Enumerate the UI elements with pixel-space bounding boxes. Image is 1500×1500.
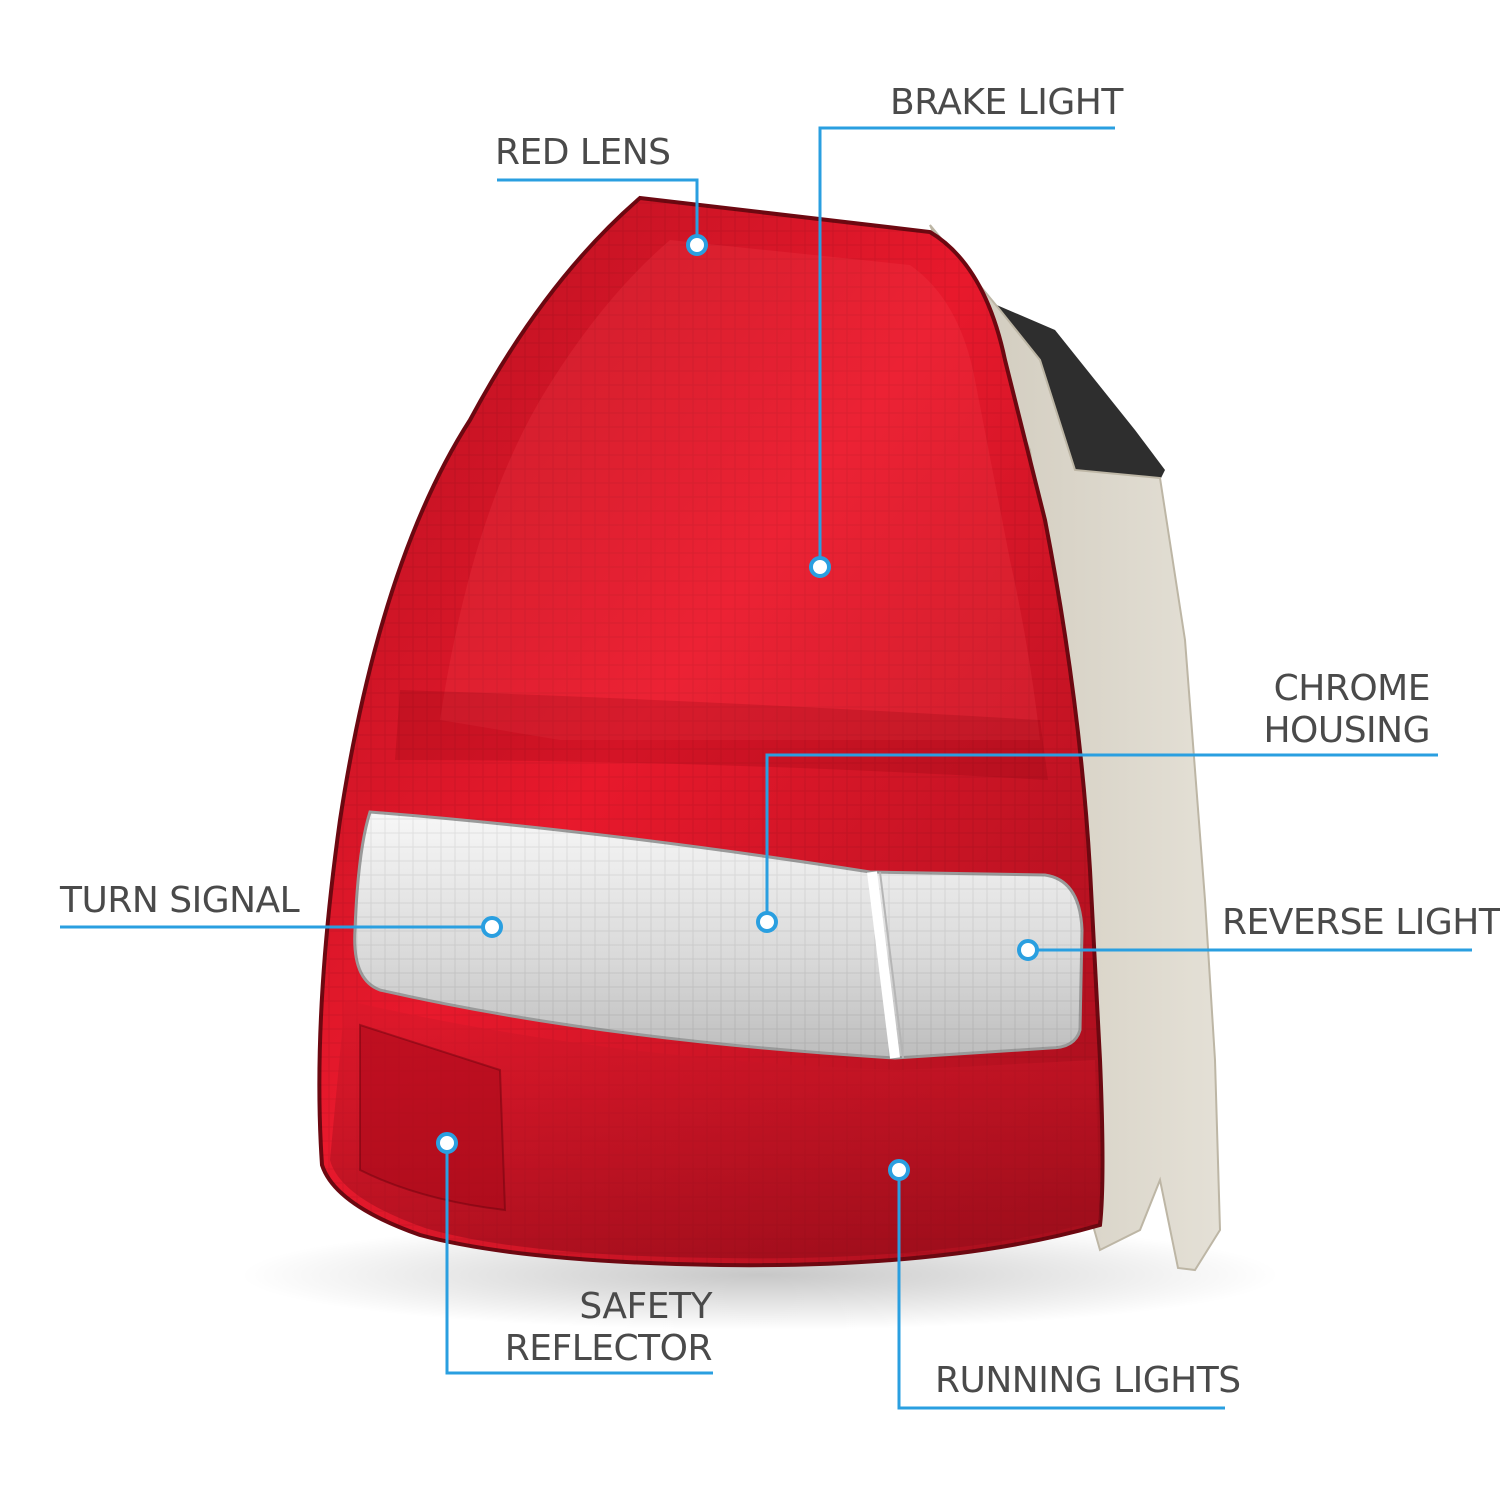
chrome-housing-leader-line bbox=[765, 753, 1438, 922]
safety-reflector-label: SAFETY REFLECTOR bbox=[504, 1286, 713, 1369]
brake-light-leader-line bbox=[818, 126, 1115, 567]
safety-reflector bbox=[359, 1023, 507, 1212]
brake-light-chamber bbox=[440, 240, 1040, 740]
brake-light-label: BRAKE LIGHT bbox=[890, 82, 1123, 123]
reverse-light-marker-dot bbox=[1017, 939, 1039, 961]
red-lens-marker-dot bbox=[686, 234, 708, 256]
running-lights-label: RUNNING LIGHTS bbox=[935, 1360, 1241, 1401]
chrome-housing-label: CHROME HOUSING bbox=[1263, 668, 1430, 751]
running-lights-lens bbox=[330, 1000, 1100, 1259]
reverse-divider bbox=[867, 871, 900, 1059]
running-lights-leader-line bbox=[897, 1170, 1225, 1410]
turn-signal-label: TURN SIGNAL bbox=[60, 880, 300, 921]
red-lens-label: RED LENS bbox=[495, 132, 671, 173]
safety-reflector-marker-dot bbox=[436, 1132, 458, 1154]
lens-band bbox=[395, 690, 1048, 780]
brake-light-marker-dot bbox=[809, 556, 831, 578]
clear-lens-texture bbox=[354, 812, 1082, 1058]
reverse-light-label: REVERSE LIGHT bbox=[1222, 902, 1500, 943]
safety-reflector-leader-line bbox=[445, 1143, 713, 1375]
red-lens-leader-line bbox=[497, 178, 699, 245]
chrome-housing-marker-dot bbox=[756, 911, 778, 933]
turn-signal-marker-dot bbox=[481, 916, 503, 938]
reverse-divider-shadow bbox=[879, 871, 904, 1059]
running-lights-marker-dot bbox=[888, 1159, 910, 1181]
